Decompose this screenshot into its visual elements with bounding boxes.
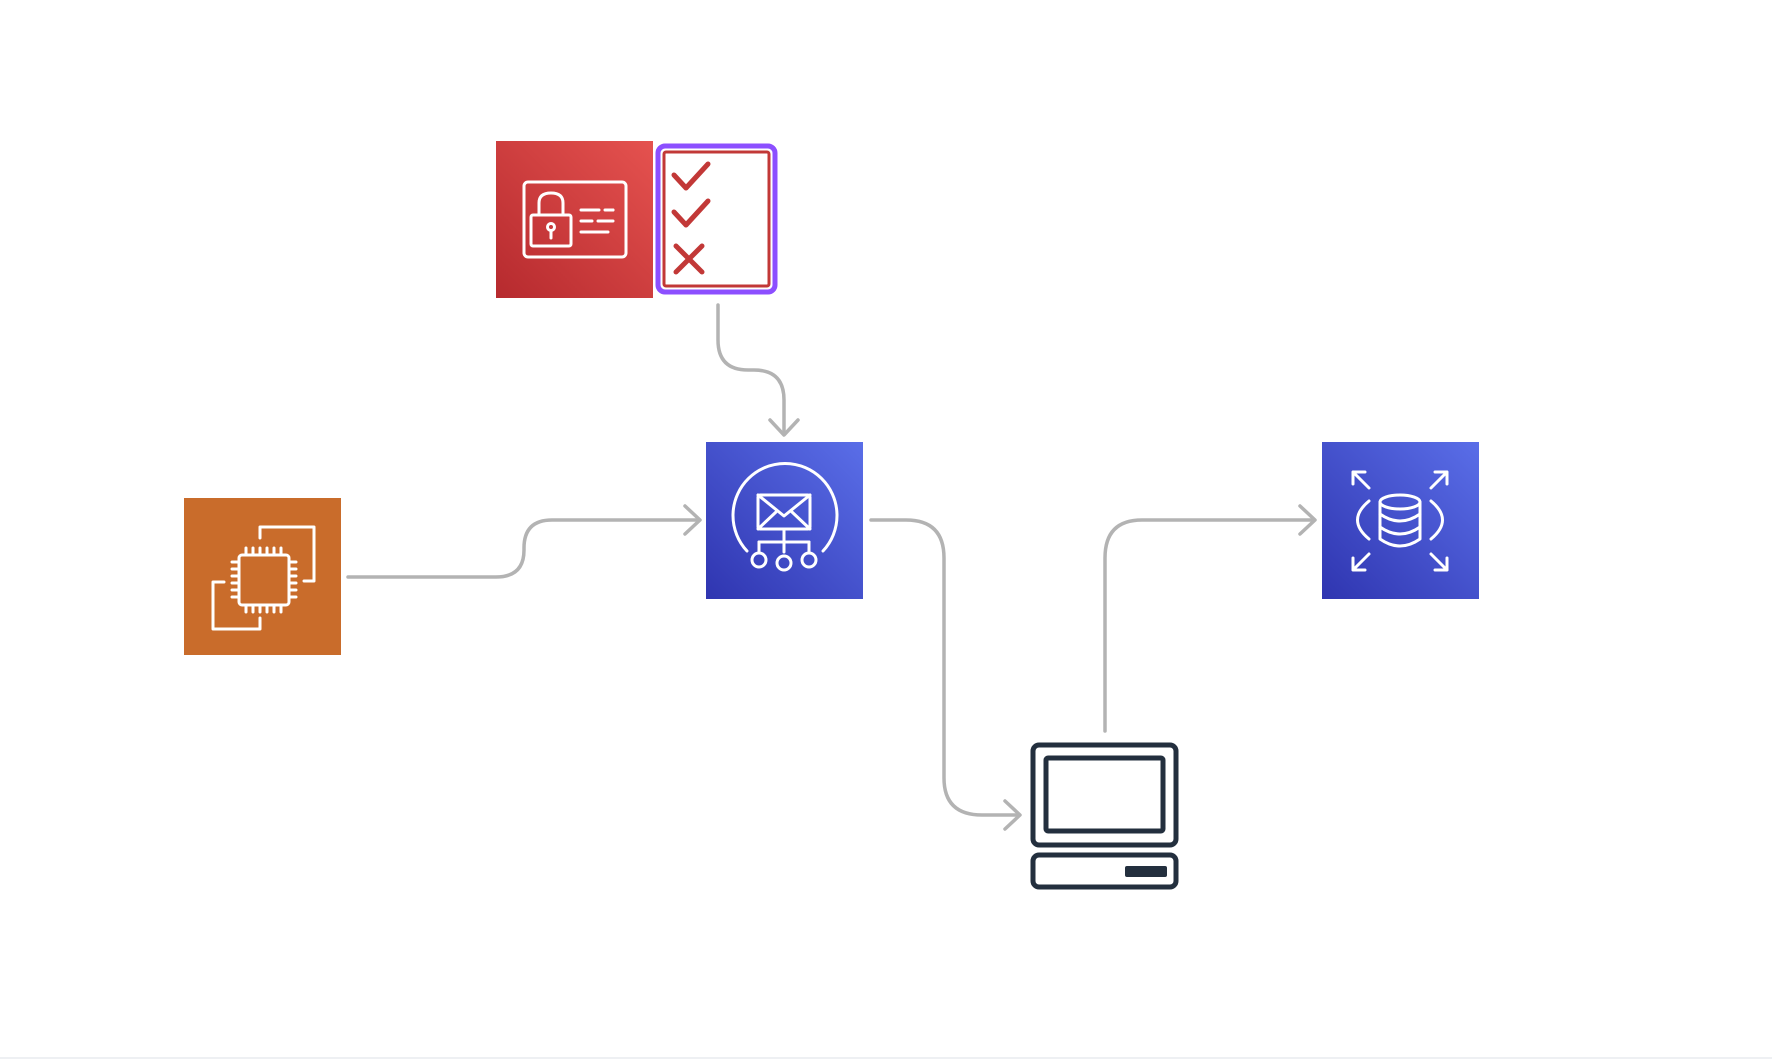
email-fanout-icon [731, 462, 839, 572]
connectors [346, 303, 1317, 831]
compute-instances-node[interactable] [184, 498, 341, 655]
edge-checklist-to-notification[interactable] [716, 303, 800, 437]
identity-card-lock-icon [522, 180, 628, 259]
check-mark-2-icon [671, 198, 711, 228]
scalable-database-icon [1351, 470, 1449, 572]
identity-access-node[interactable] [496, 141, 653, 298]
identity-access-tile [496, 141, 653, 298]
database-service-node[interactable] [1322, 442, 1479, 599]
notification-tile [706, 442, 863, 599]
client-workstation-node[interactable] [1030, 742, 1179, 890]
edge-client-to-database[interactable] [1103, 504, 1317, 733]
bottom-divider [0, 1057, 1772, 1059]
notification-service-node[interactable] [706, 442, 863, 599]
check-mark-1-icon [671, 161, 711, 191]
edge-compute-to-notification[interactable] [346, 504, 702, 579]
checklist-icon [671, 161, 711, 275]
permission-checklist-node[interactable] [655, 143, 778, 295]
desktop-client-icon [1030, 742, 1179, 890]
edge-notification-to-client[interactable] [869, 518, 1022, 831]
cpu-chip-instances-icon [211, 525, 316, 631]
compute-tile [184, 498, 341, 655]
cross-mark-icon [673, 243, 705, 275]
